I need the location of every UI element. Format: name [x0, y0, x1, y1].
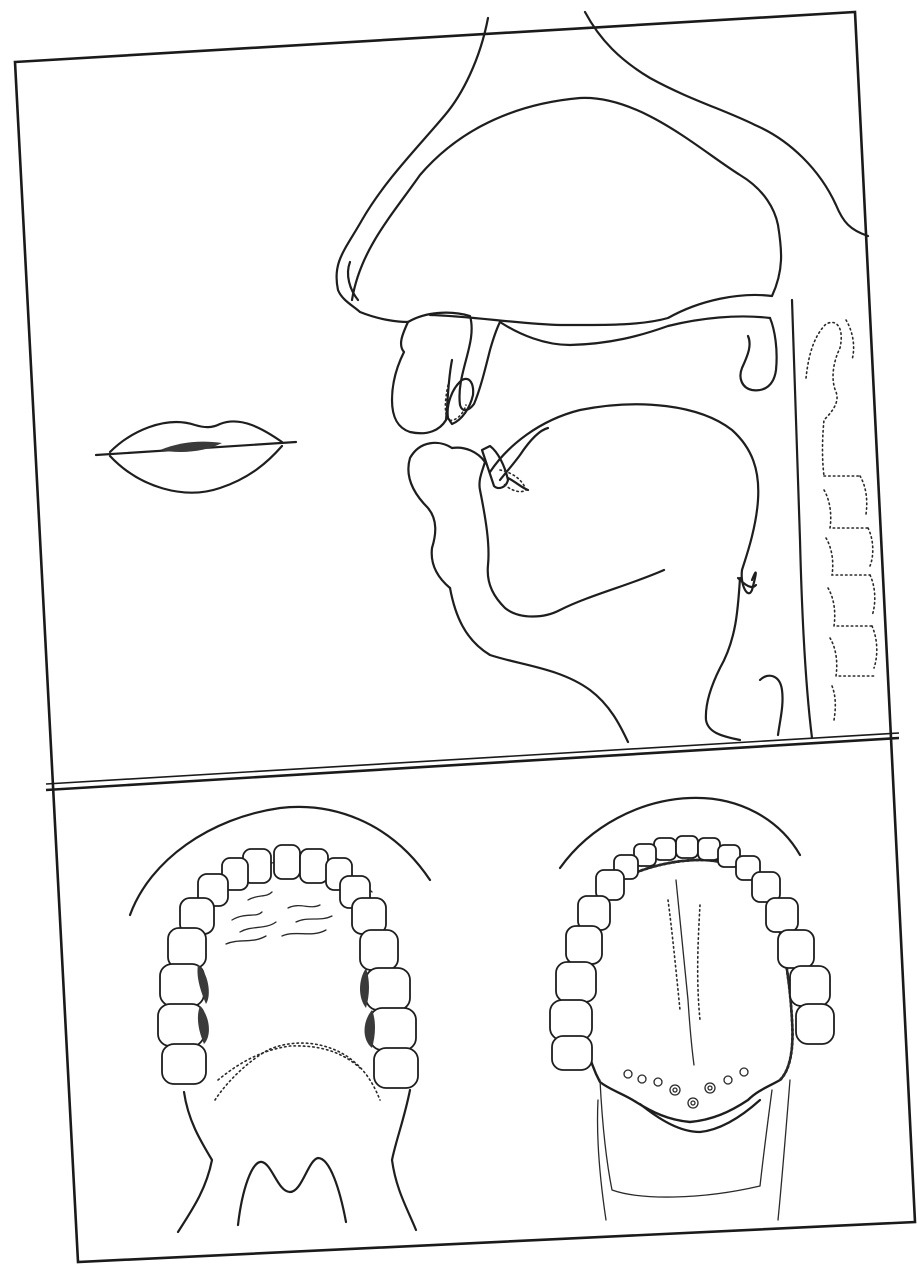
soft-palate-uvula	[740, 318, 776, 390]
hard-palate	[500, 316, 770, 345]
panel-divider	[46, 738, 899, 790]
pharynx-front	[706, 578, 740, 740]
foveae	[624, 1068, 748, 1108]
lips-front-view	[96, 421, 296, 492]
palate-view-right	[550, 798, 834, 1220]
plate-frame	[15, 12, 915, 1262]
upper-lip	[392, 322, 452, 433]
lower-incisor	[482, 446, 508, 488]
tongue	[490, 404, 758, 593]
palate-view-left	[130, 807, 430, 1232]
face-profile	[337, 18, 488, 322]
skull-back	[585, 12, 868, 236]
cervical-vertebrae	[806, 320, 877, 720]
sagittal-section	[96, 12, 877, 742]
pharynx-back-wall	[792, 300, 812, 738]
left-upper-dentition	[158, 845, 418, 1088]
palate-contact-views	[130, 798, 834, 1232]
lower-lip-chin	[408, 443, 452, 588]
nasal-cavity	[352, 98, 781, 325]
